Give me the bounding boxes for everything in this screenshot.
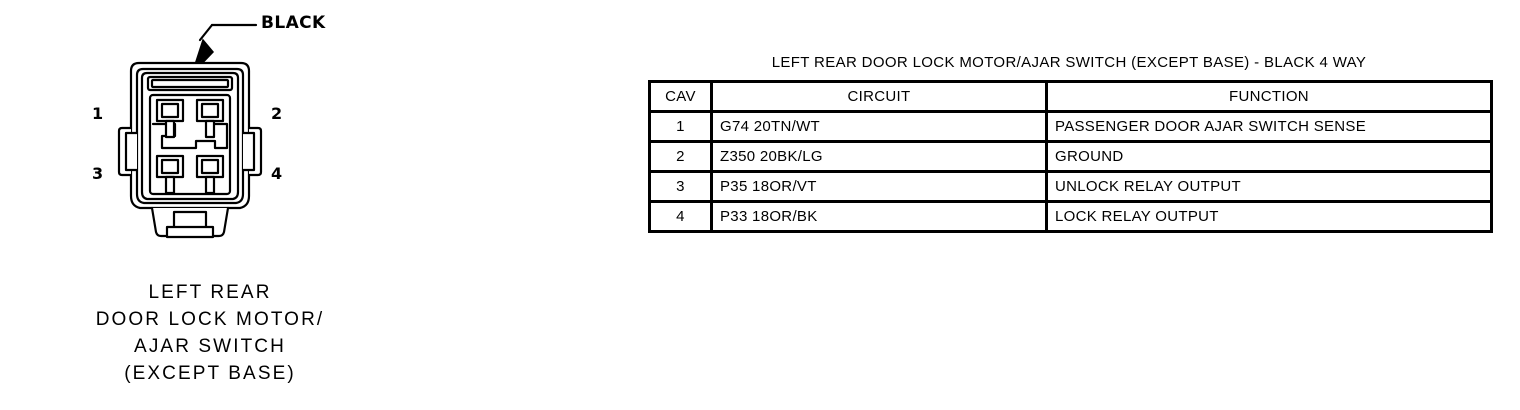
pinout-table-title: LEFT REAR DOOR LOCK MOTOR/AJAR SWITCH (E… [771, 54, 1367, 71]
cell-circuit: P33 18OR/BK [710, 200, 1048, 233]
cell-cav: 2 [648, 140, 713, 173]
column-header-cav: CAV [648, 80, 713, 113]
cell-circuit: P35 18OR/VT [710, 170, 1048, 203]
connector-color-callout: BLACK [261, 13, 326, 33]
table-header-row: CAV CIRCUIT FUNCTION [648, 80, 1493, 113]
connector-drawing [117, 23, 263, 239]
cell-circuit: Z350 20BK/LG [710, 140, 1048, 173]
connector-top-flange-slot [150, 78, 230, 89]
pin-number-4: 4 [271, 164, 283, 183]
connector-caption-line-4: (EXCEPT BASE) [124, 363, 296, 384]
pin-number-2: 2 [271, 104, 283, 123]
cell-cav: 4 [648, 200, 713, 233]
terminal-cavity-1 [155, 98, 185, 139]
terminal-cavity-2 [195, 98, 225, 139]
connector-caption-line-2: DOOR LOCK MOTOR/ [95, 309, 325, 330]
cell-function: GROUND [1045, 140, 1493, 173]
pin-number-3: 3 [92, 164, 104, 183]
pinout-table: CAV CIRCUIT FUNCTION 1 G74 20TN/WT PASSE… [648, 80, 1493, 233]
column-header-circuit: CIRCUIT [710, 80, 1048, 113]
cell-circuit: G74 20TN/WT [710, 110, 1048, 143]
table-row: 4 P33 18OR/BK LOCK RELAY OUTPUT [648, 200, 1493, 233]
connector-caption-line-1: LEFT REAR [148, 282, 272, 303]
table-row: 1 G74 20TN/WT PASSENGER DOOR AJAR SWITCH… [648, 110, 1493, 143]
cell-cav: 1 [648, 110, 713, 143]
connector-caption: LEFT REAR DOOR LOCK MOTOR/ AJAR SWITCH (… [0, 279, 420, 387]
terminal-cavity-3 [155, 154, 185, 195]
connector-right-keying-tab-inner [241, 131, 256, 172]
connector-left-keying-tab-inner [124, 131, 139, 172]
table-row: 3 P35 18OR/VT UNLOCK RELAY OUTPUT [648, 170, 1493, 203]
table-row: 2 Z350 20BK/LG GROUND [648, 140, 1493, 173]
connector-figure: BLACK 1 2 3 4 LEFT REAR DOOR LOCK MOTOR/… [0, 0, 430, 410]
pin-number-1: 1 [92, 104, 104, 123]
callout-leader-diagonal [198, 23, 214, 42]
cell-cav: 3 [648, 170, 713, 203]
cell-function: LOCK RELAY OUTPUT [1045, 200, 1493, 233]
cell-function: UNLOCK RELAY OUTPUT [1045, 170, 1493, 203]
column-header-function: FUNCTION [1045, 80, 1493, 113]
connector-caption-line-3: AJAR SWITCH [134, 336, 286, 357]
cell-function: PASSENGER DOOR AJAR SWITCH SENSE [1045, 110, 1493, 143]
terminal-cavity-4 [195, 154, 225, 195]
connector-latch-lip [165, 225, 215, 239]
